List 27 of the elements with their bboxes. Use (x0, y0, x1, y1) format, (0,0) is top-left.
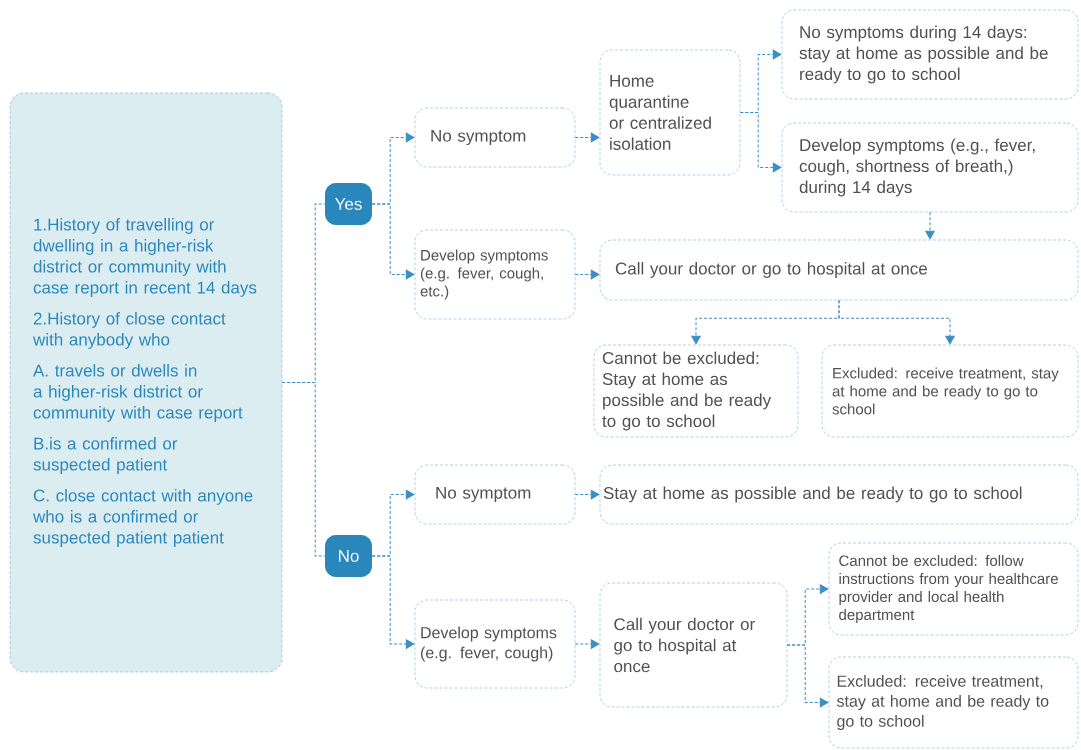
process-box: Call your doctor or go to hospital at once (599, 582, 788, 708)
decision-pill: No (325, 535, 372, 577)
process-box: Home quarantine or centralized isolation (599, 49, 741, 176)
arrow (371, 203, 415, 280)
criteria-panel: 1.History of travelling or dwelling in a higher-risk district or community with case report in recent 14 days 2.History of close contact with anybody who A. travels or dwells in a higher-risk district or community with case report B.is a confirmed or suspected patient C. close contact with anyone who is a confirmed or suspected patient patient (9, 92, 283, 673)
decision-pill: Yes (325, 183, 372, 225)
process-box: Cannot be excluded: Stay at home as possible and be ready to go to school (593, 344, 799, 438)
arrow (574, 269, 600, 280)
arrow (574, 132, 600, 143)
process-box: Develop symptoms (e.g. fever, cough, etc.) (414, 229, 576, 320)
process-box: Excluded: receive treatment, stay at home and be ready to go to school (828, 656, 1079, 749)
process-box: Develop symptoms (e.g. fever, cough) (414, 599, 576, 689)
process-box: Excluded: receive treatment, stay at home and be ready to go to school (821, 344, 1079, 438)
process-box: No symptoms during 14 days: stay at home as possible and be ready to go to school (781, 9, 1079, 100)
arrow (574, 639, 600, 649)
process-box: Develop symptoms (e.g., fever, cough, shortness of breath,) during 14 days (781, 122, 1079, 213)
process-box: Cannot be excluded: follow instructions from your healthcare provider and local health department (828, 542, 1079, 636)
process-box: Call your doctor or go to hospital at once (599, 239, 1079, 301)
process-box: No symptom (414, 107, 576, 168)
process-box: No symptom (414, 464, 576, 525)
arrow (371, 555, 415, 649)
process-box: Stay at home as possible and be ready to go to school (599, 464, 1079, 525)
arrow (574, 489, 600, 500)
arrow (739, 112, 782, 173)
arrow (786, 644, 829, 708)
arrow (925, 211, 935, 240)
arrow (838, 299, 955, 345)
